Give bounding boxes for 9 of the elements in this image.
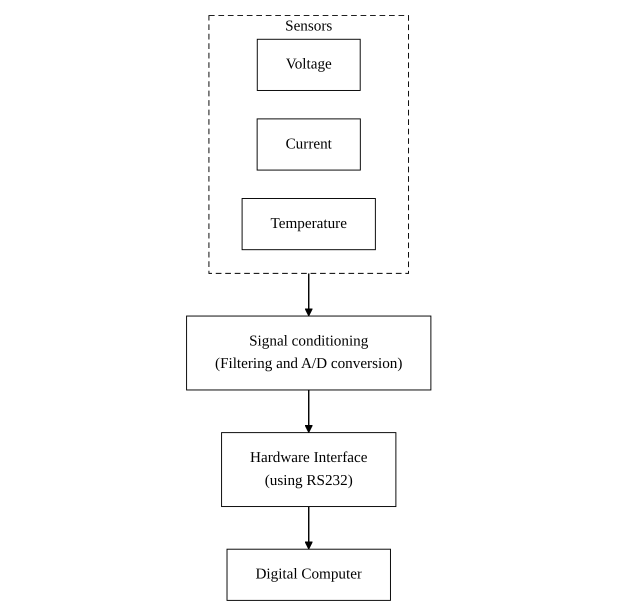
arrow [304,390,314,434]
node-box: Digital Computer [226,548,392,601]
node-box: Temperature [242,198,376,250]
node-box: Signal conditioning (Filtering and A/D conversion) [186,316,432,390]
arrow [304,506,314,550]
node-box: Voltage [257,38,361,91]
node-box: Current [256,118,362,171]
arrow [304,273,314,316]
node-box: Hardware Interface (using RS232) [221,432,397,508]
